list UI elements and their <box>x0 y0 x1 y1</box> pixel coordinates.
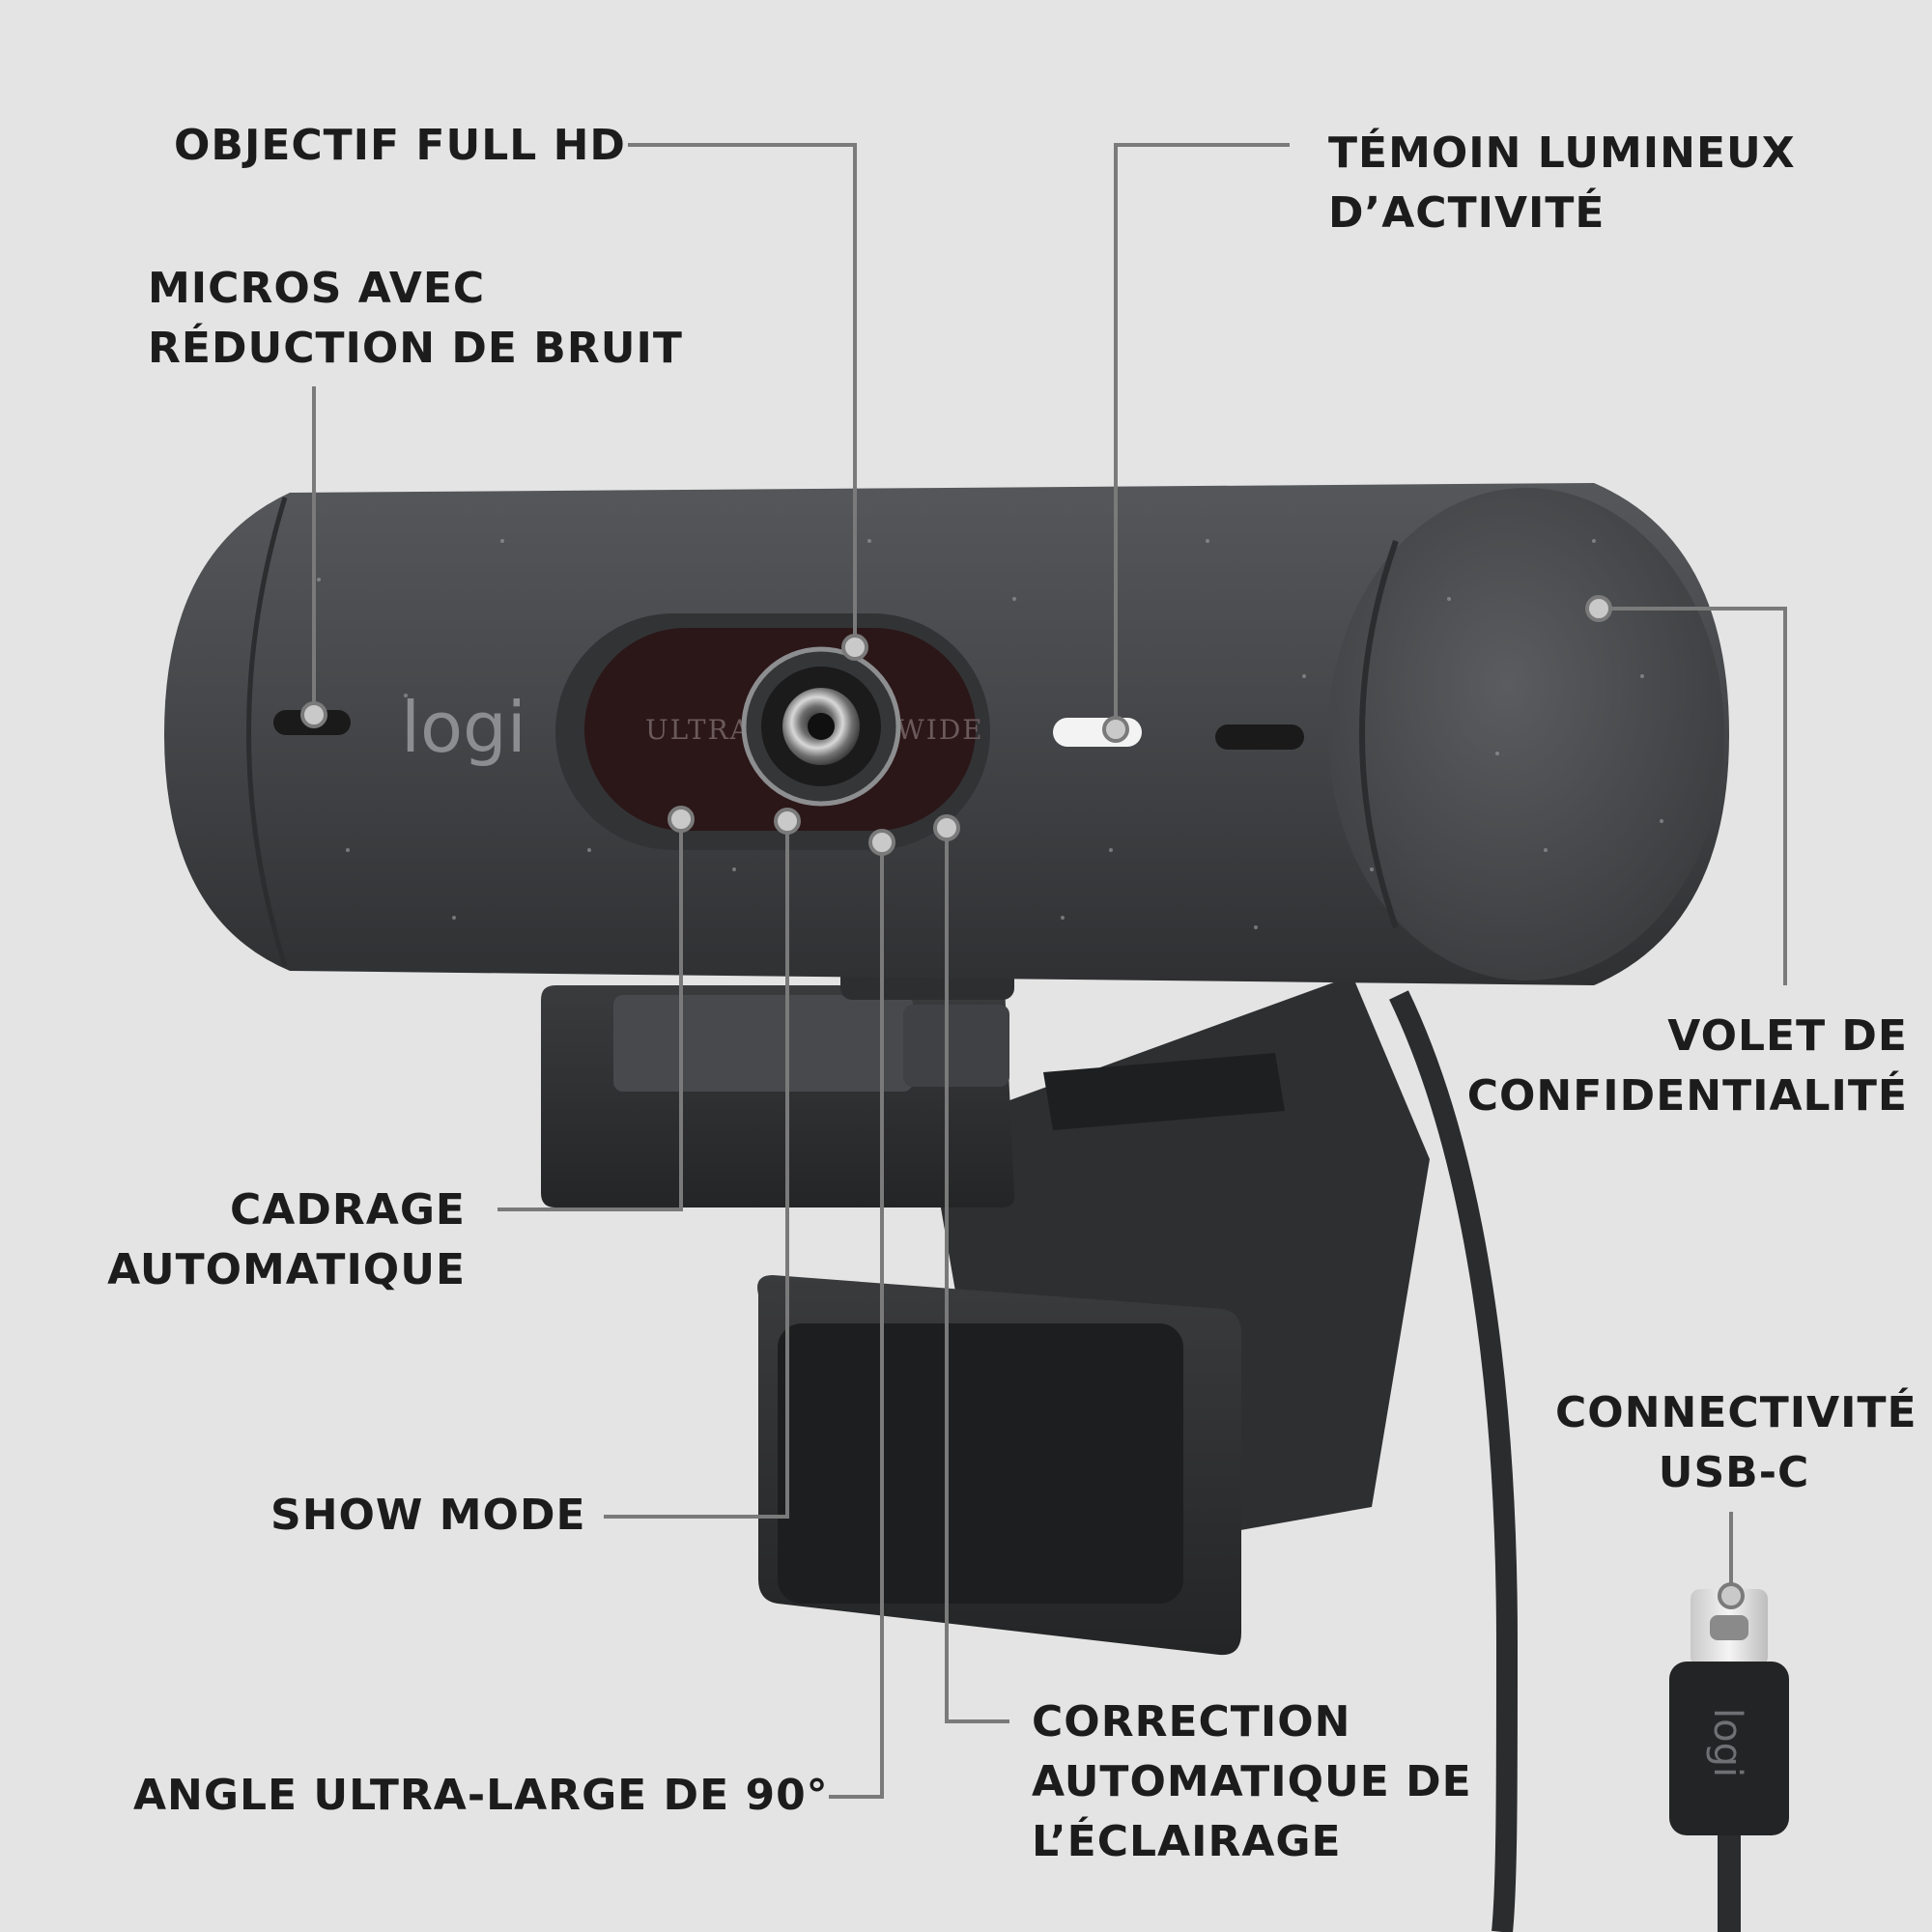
privacy-cover <box>1328 488 1724 980</box>
label-show-mode: SHOW MODE <box>270 1491 586 1540</box>
label-correction-eclairage: CORRECTION AUTOMATIQUE DE L’ÉCLAIRAGE <box>1032 1697 1472 1866</box>
usb-cable <box>1389 990 1519 1932</box>
mic-right <box>1215 724 1304 750</box>
label-micros: MICROS AVEC RÉDUCTION DE BRUIT <box>148 264 683 373</box>
svg-text:ULTRA: ULTRA <box>645 714 752 746</box>
usb-c-plug: logi <box>1669 1589 1789 1835</box>
label-objectif-full-hd: OBJECTIF FULL HD <box>174 121 626 170</box>
label-connectivite-usb-c: CONNECTIVITÉ USB-C <box>1555 1388 1918 1497</box>
leader-lines <box>312 143 1787 1799</box>
label-angle-ultra-large: ANGLE ULTRA-LARGE DE 90° <box>133 1771 829 1820</box>
logi-logo: logi <box>401 687 526 768</box>
svg-text:logi: logi <box>1705 1708 1749 1777</box>
svg-text:WIDE: WIDE <box>896 714 984 746</box>
label-cadrage-automatique: CADRAGE AUTOMATIQUE <box>107 1185 466 1294</box>
label-temoin-lumineux: TÉMOIN LUMINEUX D’ACTIVITÉ <box>1328 128 1796 238</box>
leader-dots <box>300 595 1745 1609</box>
label-volet-confidentialite: VOLET DE CONFIDENTIALITÉ <box>1466 1011 1908 1121</box>
